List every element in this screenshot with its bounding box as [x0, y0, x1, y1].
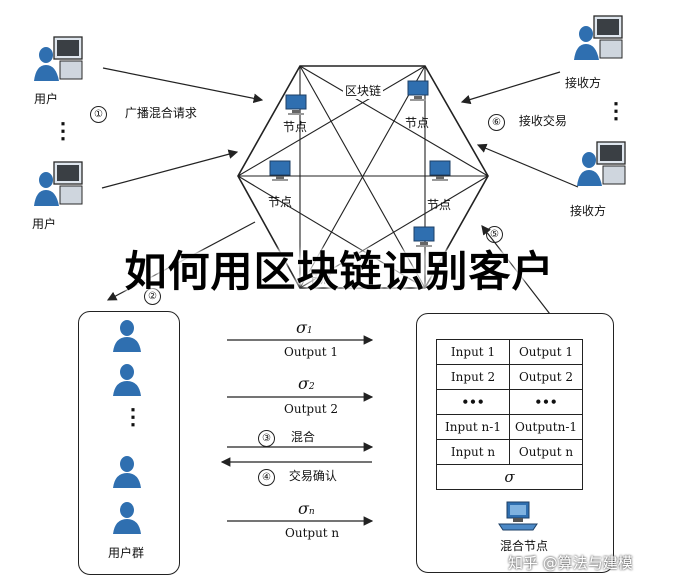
node-label-bottom: 节点 [308, 272, 333, 286]
step2-number: ② [144, 288, 161, 305]
receivers-ellipsis: ⋮ [605, 98, 627, 124]
table-cell: ••• [509, 389, 583, 415]
step3-label: ③ 混合 [258, 428, 315, 447]
node-label-right: 节点 [427, 198, 452, 212]
step4-text: 交易确认 [288, 469, 337, 483]
step4-label: ④ 交易确认 [258, 467, 337, 486]
step6-text: 接收交易 [518, 114, 567, 128]
table-footer-row: σ [436, 464, 583, 490]
receiver-label-1: 接收方 [565, 76, 602, 90]
table-row: Input n-1 Outputn-1 [436, 414, 583, 440]
user-person-icon [113, 364, 141, 396]
step4-number: ④ [258, 469, 275, 486]
flown-sigma: σn [298, 499, 315, 518]
step1-label: ① 广播混合请求 [90, 104, 197, 123]
flow1-sigma: σ1 [296, 318, 313, 337]
node-label-top-right: 节点 [405, 116, 430, 130]
watermark: 知乎 @算法与建模 [508, 554, 633, 572]
user-group-ellipsis: ⋮ [122, 404, 144, 430]
table-row: ••• ••• [436, 389, 583, 415]
receiver-computer-icon [577, 141, 626, 186]
table-cell: Input 1 [436, 339, 510, 365]
arrow-chain-to-receiver1 [460, 71, 561, 105]
mix-node-label: 混合节点 [500, 539, 549, 553]
user-computer-icon [34, 161, 83, 206]
node-monitor-icon [407, 80, 429, 101]
blockchain-chords [237, 65, 489, 289]
table-cell: Output 1 [509, 339, 583, 365]
step5-label: ⑤ [486, 226, 503, 243]
table-footer-sigma: σ [436, 464, 583, 490]
flow1-label: Output 1 [284, 345, 339, 359]
step3-number: ③ [258, 430, 275, 447]
user-computer-icon [34, 36, 83, 81]
node-label-top-left: 节点 [283, 120, 308, 134]
flow2-label: Output 2 [284, 402, 339, 416]
user-person-icon [113, 456, 141, 488]
user-group-label: 用户群 [108, 546, 145, 560]
table-cell: Output 2 [509, 364, 583, 390]
users-ellipsis: ⋮ [52, 118, 74, 144]
step1-text: 广播混合请求 [124, 106, 197, 120]
node-monitor-icon [429, 160, 451, 181]
table-cell: ••• [436, 389, 510, 415]
step5-number: ⑤ [486, 226, 503, 243]
flow2-sigma: σ2 [298, 374, 315, 393]
arrow-step2 [106, 221, 256, 301]
mix-node-computer-icon [498, 501, 538, 531]
table-cell: Input n-1 [436, 414, 510, 440]
step6-number: ⑥ [488, 114, 505, 131]
user-person-icon [113, 502, 141, 534]
receiver-computer-icon [574, 15, 623, 60]
step6-label: ⑥ 接收交易 [488, 112, 567, 131]
blockchain-label: 区块链 [343, 82, 384, 99]
step2-label: ② [144, 288, 161, 305]
receiver-label-2: 接收方 [570, 204, 607, 218]
table-cell: Outputn-1 [509, 414, 583, 440]
table-row: Input n Output n [436, 439, 583, 465]
user-person-icon [113, 320, 141, 352]
flown-label: Output n [285, 526, 340, 540]
node-monitor-icon [269, 160, 291, 181]
table-row: Input 1 Output 1 [436, 339, 583, 365]
table-row: Input 2 Output 2 [436, 364, 583, 390]
node-label-left: 节点 [268, 195, 293, 209]
user-label-2: 用户 [32, 217, 57, 231]
table-cell: Input n [436, 439, 510, 465]
node-monitor-icon [413, 226, 435, 247]
arrow-chain-to-receiver2 [476, 143, 579, 188]
overlay-title: 如何用区块链识别客户 [124, 247, 555, 296]
step1-number: ① [90, 106, 107, 123]
node-monitor-icon [285, 94, 307, 115]
table-cell: Input 2 [436, 364, 510, 390]
step3-text: 混合 [290, 430, 315, 444]
arrow-user2-to-chain [101, 149, 239, 189]
mix-table: Input 1 Output 1 Input 2 Output 2 ••• ••… [436, 339, 583, 490]
table-cell: Output n [509, 439, 583, 465]
arrow-user1-to-chain [102, 67, 264, 104]
user-label-1: 用户 [34, 92, 59, 106]
